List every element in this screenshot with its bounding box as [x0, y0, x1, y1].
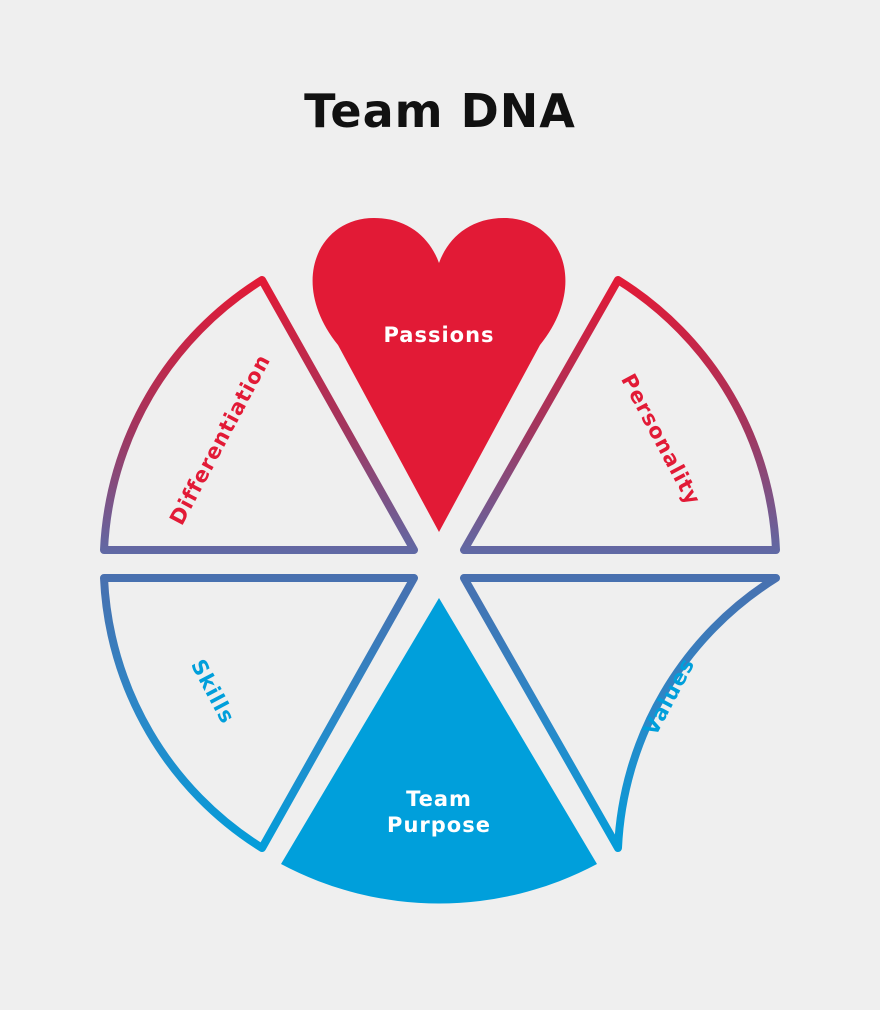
passions-label: Passions [383, 323, 494, 347]
heart-icon [312, 218, 566, 532]
personality-label: Personality [616, 370, 705, 509]
team-purpose-label-line1: Team [406, 787, 472, 811]
values-segment [460, 574, 780, 852]
skills-label: Skills [186, 655, 240, 727]
page-title: Team DNA [304, 84, 576, 138]
skills-segment [100, 574, 418, 852]
values-label: Values [639, 654, 700, 740]
personality-segment [460, 276, 780, 554]
differentiation-segment [100, 276, 418, 554]
team-purpose-segment [281, 598, 597, 904]
differentiation-label: Differentiation [165, 350, 275, 529]
team-purpose-label-line2: Purpose [387, 813, 491, 837]
